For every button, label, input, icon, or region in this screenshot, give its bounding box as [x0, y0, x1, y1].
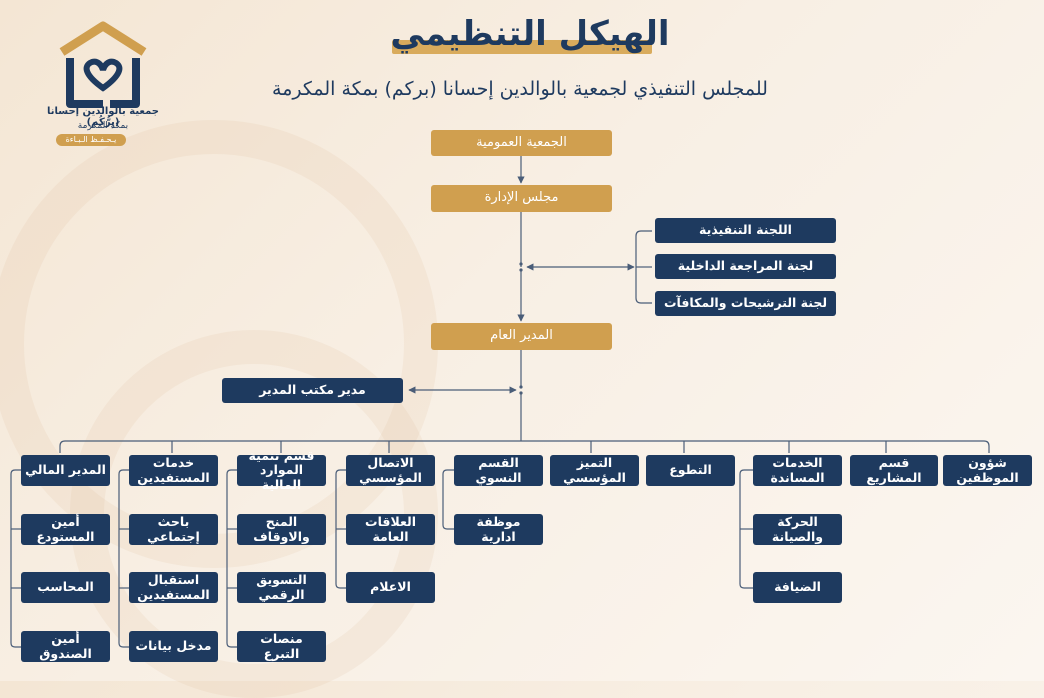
- node-women-admin: موظفة ادارية: [454, 514, 543, 545]
- node-comm-pr: العلاقات العامة: [346, 514, 435, 545]
- page-subtitle: للمجلس التنفيذي لجمعية بالوالدين إحسانا …: [272, 78, 768, 100]
- page-title: الهيكل التنظيمي: [390, 14, 670, 54]
- node-ben-social-researcher: باحث إجتماعي: [129, 514, 218, 545]
- connector-lines: [10, 156, 990, 648]
- node-dept-volunteering: التطوع: [646, 455, 735, 486]
- node-fin-warehouse-keeper: أمين المستودع: [21, 514, 110, 545]
- node-dept-finance: المدير المالي: [21, 455, 110, 486]
- node-committee-audit: لجنة المراجعة الداخلية: [655, 254, 836, 279]
- node-support-maintenance: الحركة والصيانة: [753, 514, 842, 545]
- node-support-hospitality: الضيافة: [753, 572, 842, 603]
- node-res-grants: المنح والاوقاف: [237, 514, 326, 545]
- title-underline: [392, 40, 652, 54]
- node-committee-executive: اللجنة التنفيذية: [655, 218, 836, 243]
- node-dept-projects: قسم المشاريع: [850, 455, 938, 486]
- node-res-donation-platforms: منصات التبرع: [237, 631, 326, 662]
- node-dept-hr: شؤون الموظفين: [943, 455, 1032, 486]
- node-office-manager: مدير مكتب المدير: [222, 378, 403, 403]
- node-board: مجلس الإدارة: [431, 185, 612, 212]
- node-comm-media: الاعلام: [346, 572, 435, 603]
- node-dept-support-services: الخدمات المساندة: [753, 455, 842, 486]
- node-fin-accountant: المحاسب: [21, 572, 110, 603]
- association-logo: [59, 21, 147, 108]
- node-dept-communication: الاتصال المؤسسي: [346, 455, 435, 486]
- logo-tagline: يـحـفـظ الـبـاءة: [56, 134, 126, 146]
- node-dept-excellence: التميز المؤسسي: [550, 455, 639, 486]
- node-general-assembly: الجمعية العمومية: [431, 130, 612, 156]
- logo-name: جمعية بالوالدين إحسانا (بِرُّكُم): [47, 106, 159, 128]
- logo-city: بمكة المكرمة: [77, 121, 129, 131]
- node-general-manager: المدير العام: [431, 323, 612, 350]
- node-committee-nominations: لجنة الترشيحات والمكافآت: [655, 291, 836, 316]
- node-res-digital-marketing: التسويق الرقمي: [237, 572, 326, 603]
- node-dept-women: القسم النسوي: [454, 455, 543, 486]
- node-dept-resources: قسم تنمية الموارد المالية: [237, 448, 326, 491]
- node-dept-beneficiaries: خدمات المستفيدين: [129, 455, 218, 486]
- node-ben-reception: استقبال المستفيدين: [129, 572, 218, 603]
- node-ben-data-entry: مدخل بيانات: [129, 631, 218, 662]
- node-fin-treasurer: أمين الصندوق: [21, 631, 110, 662]
